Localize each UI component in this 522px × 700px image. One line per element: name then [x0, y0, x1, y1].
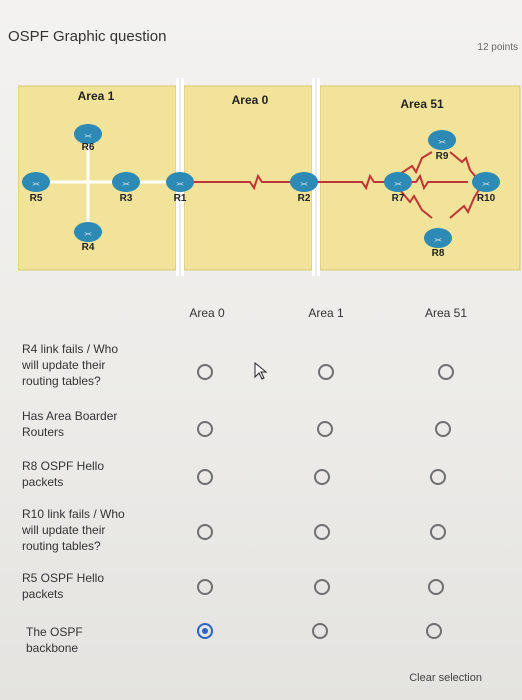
row-label-r5-hello: R5 OSPF Hello packets [22, 571, 105, 601]
radio-r8-area-0[interactable] [197, 469, 213, 485]
area-label-0: Area 0 [232, 93, 269, 107]
router-r5: >< R5 [22, 172, 50, 204]
radio-abr-area-0[interactable] [197, 421, 213, 437]
area-0-panel [183, 85, 313, 271]
router-r9: >< R9 [428, 130, 456, 162]
mouse-pointer-icon [254, 362, 268, 380]
router-r6: >< R6 [74, 124, 102, 153]
column-header-area-51: Area 51 [424, 306, 468, 320]
router-label-r1: R1 [174, 193, 187, 204]
radio-r10-area-51[interactable] [430, 524, 446, 540]
row-label-backbone: The OSPF backbone [26, 625, 83, 655]
row-label-r8-hello: R8 OSPF Hello packets [22, 459, 105, 489]
router-label-r5: R5 [30, 193, 43, 204]
radio-r10-area-1[interactable] [314, 524, 330, 540]
radio-backbone-area-0[interactable] [197, 623, 213, 639]
router-r4: >< R4 [74, 222, 102, 253]
router-label-r6: R6 [82, 142, 95, 153]
radio-abr-area-51[interactable] [435, 421, 451, 437]
column-header-area-0: Area 0 [189, 306, 225, 320]
svg-text:><: >< [434, 238, 442, 244]
svg-text:><: >< [394, 182, 402, 188]
router-r2: >< R2 [290, 172, 318, 204]
svg-text:><: >< [84, 232, 92, 238]
column-header-area-1: Area 1 [308, 306, 344, 320]
svg-text:><: >< [438, 140, 446, 146]
router-label-r10: R10 [477, 193, 496, 204]
svg-text:><: >< [122, 182, 130, 188]
router-r7: >< R7 [384, 172, 412, 204]
row-label-abr: Has Area Boarder Routers [22, 409, 118, 439]
radio-r5-area-0[interactable] [197, 579, 213, 595]
area-1-links [38, 140, 176, 238]
area-label-1: Area 1 [78, 89, 115, 103]
radio-r4-area-0[interactable] [197, 364, 213, 380]
router-r8: >< R8 [424, 228, 452, 259]
router-r10: >< R10 [472, 172, 500, 204]
ospf-diagram: Area 1 Area 0 Area 51 >< [18, 78, 522, 276]
svg-text:><: >< [32, 182, 40, 188]
clear-selection-link[interactable]: Clear selection [409, 672, 482, 684]
row-label-r4-link-fails: R4 link fails / Who will update their ro… [22, 342, 119, 388]
points-label: 12 points [477, 42, 518, 53]
radio-backbone-area-1[interactable] [312, 623, 328, 639]
radio-r4-area-51[interactable] [438, 364, 454, 380]
radio-r4-area-1[interactable] [318, 364, 334, 380]
serial-links [176, 151, 481, 219]
svg-text:><: >< [84, 134, 92, 140]
radio-r5-area-1[interactable] [314, 579, 330, 595]
radio-abr-area-1[interactable] [317, 421, 333, 437]
radio-backbone-area-51[interactable] [426, 623, 442, 639]
router-r1: >< R1 [166, 172, 194, 204]
router-label-r9: R9 [436, 151, 449, 162]
row-label-r10-link-fails: R10 link fails / Who will update their r… [22, 507, 125, 553]
radio-r8-area-1[interactable] [314, 469, 330, 485]
area-label-51: Area 51 [400, 97, 444, 111]
router-label-r3: R3 [120, 193, 133, 204]
svg-text:><: >< [176, 182, 184, 188]
router-label-r2: R2 [298, 193, 311, 204]
svg-text:><: >< [482, 182, 490, 188]
svg-text:><: >< [300, 182, 308, 188]
radio-r8-area-51[interactable] [430, 469, 446, 485]
radio-r10-area-0[interactable] [197, 524, 213, 540]
router-label-r4: R4 [82, 242, 95, 253]
router-r3: >< R3 [112, 172, 140, 204]
router-label-r8: R8 [432, 248, 445, 259]
radio-r5-area-51[interactable] [428, 579, 444, 595]
ospf-diagram-svg: Area 1 Area 0 Area 51 >< [18, 78, 521, 276]
question-title: OSPF Graphic question [8, 28, 167, 45]
router-label-r7: R7 [392, 193, 405, 204]
